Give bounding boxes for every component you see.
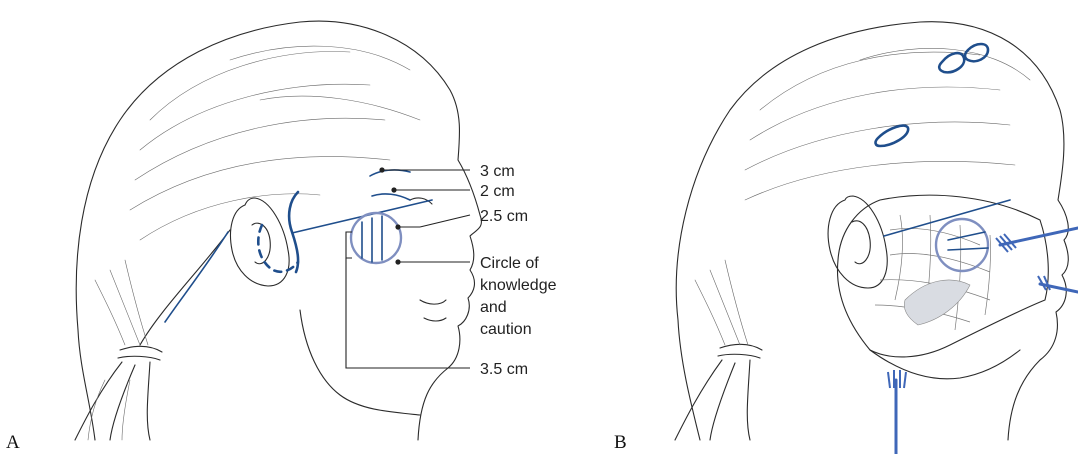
incision-occipital (165, 232, 228, 322)
label-circle-line3: and (480, 299, 507, 316)
retractor-upper (996, 228, 1078, 252)
panel-letter-a: A (6, 432, 20, 453)
label-3-5cm: 3.5 cm (480, 361, 528, 378)
head-outline-b (676, 22, 1068, 440)
leaders-a (346, 167, 470, 368)
incision-brow-2cm (372, 194, 410, 200)
incision-brow-3cm (370, 170, 410, 176)
label-circle-line1: Circle of (480, 255, 539, 272)
label-3cm: 3 cm (480, 163, 515, 180)
nerve-branches-a (362, 216, 382, 262)
nerve-branches-b (948, 232, 988, 250)
label-circle-line2: knowledge (480, 277, 557, 294)
scalp-incision-1 (939, 53, 964, 72)
panel-b: B (614, 22, 1078, 454)
scalp-incision-3 (876, 126, 909, 146)
head-outline-a (76, 21, 481, 440)
circle-of-knowledge-a (351, 213, 401, 263)
circle-of-knowledge-b (936, 219, 988, 271)
neck-a (300, 310, 420, 415)
label-2cm: 2 cm (480, 183, 515, 200)
lower-flap (870, 350, 1020, 379)
label-2-5cm: 2.5 cm (480, 208, 528, 225)
hair-strands-a (130, 46, 420, 240)
retractor-lower (888, 370, 906, 454)
facial-nerve-line-b (884, 200, 1010, 236)
ear-b (828, 196, 887, 288)
retractor-right (1038, 276, 1078, 292)
scalp-incision-2 (965, 44, 988, 61)
hair-strands-b (745, 48, 1030, 200)
panel-letter-b: B (614, 432, 627, 453)
ponytail-strands-b (695, 260, 748, 345)
ponytail-a (75, 230, 230, 440)
panel-a: 3 cm 2 cm 2.5 cm Circle of knowledge and… (6, 21, 557, 453)
nose-mouth-a (420, 300, 446, 321)
gland-shading (904, 280, 970, 325)
label-circle-line4: caution (480, 321, 532, 338)
ponytail-strands-a (88, 260, 148, 440)
